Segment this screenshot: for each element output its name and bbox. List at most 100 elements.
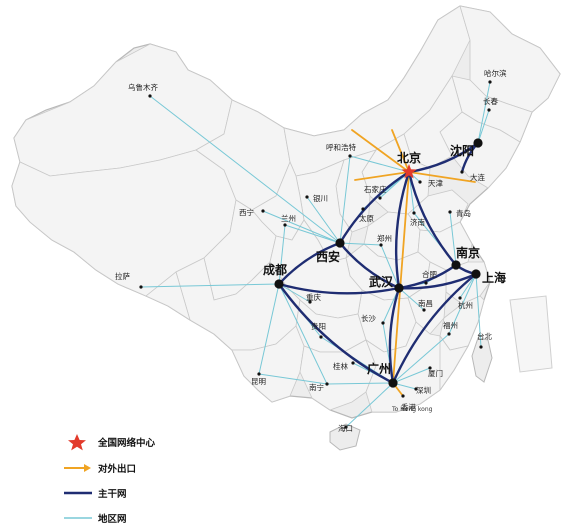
city-label-changsha: 长沙 bbox=[361, 313, 376, 323]
city-node-nanning bbox=[325, 382, 329, 386]
legend-label-center: 全国网络中心 bbox=[97, 437, 156, 449]
city-label-zhengzhou: 郑州 bbox=[377, 233, 392, 243]
city-node-hangzhou bbox=[458, 296, 462, 300]
city-node-urumqi bbox=[148, 94, 152, 98]
city-node-shanghai bbox=[471, 269, 481, 279]
regional-link-xian-hohhot bbox=[339, 155, 351, 244]
regional-link-chengdu-lhasa bbox=[140, 283, 280, 288]
taiwan-island bbox=[471, 337, 493, 383]
city-node-shenzhen bbox=[414, 387, 418, 391]
city-label-xian: 西安 bbox=[316, 249, 340, 264]
city-node-guilin bbox=[351, 361, 355, 365]
city-node-shenyang bbox=[473, 138, 483, 148]
regional-link-chengdu-lanzhou bbox=[278, 224, 286, 285]
regional-link-xian-yinchuan bbox=[306, 196, 341, 244]
hainan-island bbox=[329, 423, 361, 451]
city-node-harbin bbox=[488, 80, 492, 84]
city-label-changchun: 长春 bbox=[483, 96, 498, 106]
city-label-lhasa: 拉萨 bbox=[115, 271, 130, 281]
city-label-qingdao: 青岛 bbox=[456, 208, 471, 218]
city-node-changchun bbox=[487, 108, 491, 112]
city-node-taiyuan bbox=[361, 207, 365, 211]
regional-link-shanghai-fuzhou bbox=[448, 273, 477, 335]
city-label-chengdu: 成都 bbox=[263, 262, 287, 277]
city-node-nanjing bbox=[451, 260, 461, 270]
city-label-hohhot: 呼和浩特 bbox=[326, 142, 356, 152]
city-label-shanghai: 上海 bbox=[482, 270, 506, 285]
exit-link-beijing-guangzhou bbox=[392, 171, 410, 384]
city-label-chongqing: 重庆 bbox=[306, 292, 321, 302]
regional-link-wuhan-zhengzhou bbox=[380, 244, 400, 289]
regional-link-guangzhou-haikou bbox=[345, 382, 394, 428]
legend-label-exit: 对外出口 bbox=[98, 463, 136, 475]
city-label-guilin: 桂林 bbox=[333, 361, 348, 371]
regional-link-shenyang-harbin bbox=[477, 81, 491, 144]
regional-link-xian-lanzhou bbox=[284, 224, 341, 244]
regional-link-guangzhou-xiamen bbox=[392, 367, 431, 384]
legend-item-exit: 对外出口 bbox=[64, 463, 136, 475]
city-label-kunming: 昆明 bbox=[251, 377, 266, 386]
city-node-hefei bbox=[424, 281, 428, 285]
city-node-tianjin bbox=[418, 180, 422, 184]
legend-item-backbone: 主干网 bbox=[64, 488, 127, 500]
city-label-nanning: 南宁 bbox=[309, 382, 324, 392]
city-label-xiamen: 厦门 bbox=[428, 369, 443, 378]
city-label-fuzhou: 福州 bbox=[443, 321, 458, 330]
exit-link-beijing-exitE bbox=[408, 171, 476, 183]
city-label-jinan: 济南 bbox=[410, 217, 425, 227]
hongkong-english-label: To Hong kong bbox=[391, 406, 433, 413]
city-node-fuzhou bbox=[447, 332, 451, 336]
backbone-link-chengdu-guangzhou bbox=[278, 283, 394, 385]
city-label-dalian: 大连 bbox=[470, 172, 485, 182]
regional-link-beijing-hohhot bbox=[349, 155, 410, 173]
city-label-shenzhen: 深圳 bbox=[416, 385, 431, 395]
regional-link-chengdu-kunming bbox=[258, 283, 280, 375]
city-nodes bbox=[139, 80, 492, 429]
city-node-changsha bbox=[381, 321, 385, 325]
backbone-link-beijing-wuhan bbox=[394, 171, 411, 289]
city-label-xining: 西宁 bbox=[239, 207, 254, 217]
city-node-jinan bbox=[412, 211, 416, 215]
regional-link-guangzhou-nanning bbox=[326, 382, 394, 385]
city-node-hohhot bbox=[348, 154, 352, 158]
regional-link-shenyang-changchun bbox=[477, 109, 490, 144]
city-node-chongqing bbox=[308, 300, 312, 304]
city-node-hongkong bbox=[401, 394, 405, 398]
city-label-taibei: 台北 bbox=[477, 331, 492, 341]
legend-label-regional: 地区网 bbox=[98, 513, 127, 525]
city-label-tianjin: 天津 bbox=[428, 179, 443, 188]
regional-link-xian-xining bbox=[262, 210, 341, 244]
city-label-nanchang: 南昌 bbox=[418, 298, 433, 308]
backbone-link-shanghai-guangzhou bbox=[391, 273, 477, 384]
city-node-guangzhou bbox=[388, 378, 398, 388]
backbone-link-beijing-shenyang bbox=[408, 142, 479, 174]
south-sea-region bbox=[509, 295, 553, 373]
city-label-hefei: 合肥 bbox=[422, 269, 437, 279]
exit-link-beijing-exitN bbox=[391, 129, 410, 173]
province-boundaries bbox=[11, 5, 561, 413]
city-node-haikou bbox=[344, 425, 348, 429]
city-node-dalian bbox=[460, 170, 464, 174]
arrow-right-icon bbox=[84, 464, 91, 472]
city-label-beijing: 北京 bbox=[397, 150, 421, 165]
city-label-lanzhou: 兰州 bbox=[281, 213, 296, 223]
city-label-harbin: 哈尔滨 bbox=[484, 68, 507, 78]
backbone-link-beijing-xian bbox=[338, 170, 410, 244]
city-label-haikou: 海口 bbox=[338, 423, 353, 433]
city-label-yinchuan: 银川 bbox=[313, 194, 328, 203]
city-node-chengdu bbox=[274, 279, 284, 289]
regional-link-shanghai-hangzhou bbox=[459, 273, 477, 299]
regional-link-shanghai-taibei bbox=[475, 273, 482, 348]
backbone-link-xian-wuhan bbox=[339, 242, 400, 290]
city-node-zhengzhou bbox=[379, 243, 383, 247]
city-label-guangzhou: 广州 bbox=[367, 361, 391, 376]
city-node-lhasa bbox=[139, 285, 143, 289]
backbone-links bbox=[278, 142, 479, 385]
city-label-shijiazhuang: 石家庄 bbox=[364, 184, 387, 194]
city-labels: 北京沈阳西安成都武汉南京上海广州乌鲁木齐哈尔滨长春呼和浩特天津大连石家庄银川太原… bbox=[115, 68, 507, 433]
legend-item-regional: 地区网 bbox=[64, 513, 127, 525]
city-label-taiyuan: 太原 bbox=[359, 213, 374, 223]
star-icon bbox=[401, 164, 417, 179]
city-node-wuhan bbox=[394, 283, 404, 293]
city-label-nanjing: 南京 bbox=[456, 245, 480, 260]
